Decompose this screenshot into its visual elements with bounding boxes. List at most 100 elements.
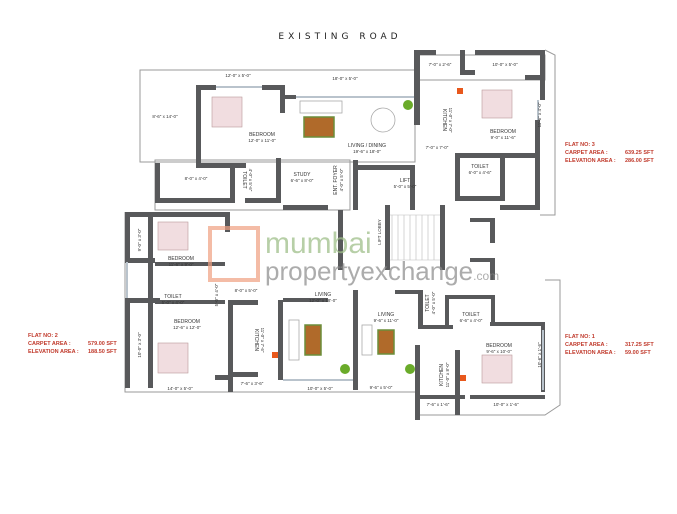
- wall: [155, 198, 235, 203]
- room-dimension: 6'-0" x 4'-6": [469, 170, 492, 175]
- wall: [440, 205, 445, 270]
- room-dimension: 5'-0" x 4'-0": [214, 283, 219, 306]
- wall: [525, 75, 545, 80]
- room-dimension: 11'-0" x 7'-0": [448, 108, 453, 133]
- wall: [455, 350, 460, 415]
- wall: [470, 258, 495, 262]
- bed: [157, 342, 189, 374]
- room-name: KITCHEN: [439, 364, 445, 386]
- plan-shape: [540, 49, 556, 216]
- wall: [155, 300, 225, 304]
- room-dimension: 12'-0" x 18'-0": [309, 298, 337, 303]
- room-dimension: 12'-0" x 5'-0": [225, 73, 251, 78]
- wall: [500, 153, 505, 201]
- room-dimension: 9'-6" x 11'-0": [374, 318, 399, 323]
- wall: [125, 212, 230, 217]
- plant-icon: [403, 100, 413, 110]
- bed: [481, 354, 513, 384]
- watermark-line1: mumbai: [265, 227, 372, 260]
- room-dimension: 10'-0" x 3'-0": [137, 332, 142, 358]
- wall: [470, 218, 495, 222]
- room-name: TOILET: [462, 312, 479, 318]
- rug: [377, 329, 395, 355]
- flat-area-text: CARPET AREA :: [28, 341, 71, 347]
- sofa: [299, 100, 343, 114]
- flat-area-text: CARPET AREA :: [565, 342, 608, 348]
- flat-area-text: 579.00 SFT: [88, 341, 117, 347]
- wall: [414, 50, 436, 55]
- room-dimension: 6'-6" x 8'-0": [291, 178, 314, 183]
- wall: [353, 290, 358, 390]
- stove-icon: [457, 88, 463, 94]
- wall: [283, 298, 328, 302]
- watermark-line2-text: propertyexchange: [265, 256, 473, 286]
- wall: [455, 153, 460, 200]
- bed: [211, 96, 243, 128]
- room-name: BEDROOM: [249, 132, 275, 138]
- watermark-logo: mumbai propertyexchange.com: [208, 226, 499, 286]
- wall: [125, 258, 155, 263]
- wall: [228, 300, 258, 305]
- wall: [155, 262, 225, 266]
- room-name: BEDROOM: [486, 343, 512, 349]
- room-dimension: 12'-6" x 12'-0": [173, 325, 201, 330]
- wall: [460, 50, 465, 72]
- room-name: LIVING / DINING: [348, 143, 386, 149]
- flat-2-info: FLAT NO: 2 CARPET AREA : 579.00 SFT ELEV…: [28, 333, 117, 355]
- wall: [414, 50, 420, 125]
- wall: [418, 290, 423, 328]
- flat-area-text: 59.00 SFT: [625, 350, 651, 356]
- flat-area-text: 188.50 SFT: [88, 349, 117, 355]
- rug: [303, 116, 335, 138]
- flat-area-text: CARPET AREA :: [565, 150, 608, 156]
- wall: [395, 290, 420, 294]
- wall: [535, 120, 540, 210]
- wall: [490, 258, 495, 280]
- flat-area-text: ELEVATION AREA :: [565, 158, 616, 164]
- room-dimension: 9'-6" x 5'-0": [370, 385, 393, 390]
- sofa: [361, 324, 373, 356]
- wall: [490, 218, 495, 243]
- room-dimension: 8'-0" x 5'-0": [235, 288, 258, 293]
- wall: [500, 205, 540, 210]
- wall: [278, 300, 283, 380]
- plant-icon: [405, 364, 415, 374]
- plan-shape: [208, 226, 260, 282]
- room-dimension: 9'-6" x 10'-0": [486, 349, 512, 354]
- wall: [415, 395, 465, 399]
- wall: [415, 345, 420, 415]
- room-dimension: 8'-0" x 4'-0": [185, 176, 208, 181]
- dining-table: [370, 107, 396, 133]
- plan-shape: [124, 212, 230, 393]
- wall: [445, 295, 495, 299]
- room-name: LIFT: [400, 178, 410, 184]
- flat-area-text: FLAT NO: 2: [28, 333, 58, 339]
- room-dimension: 10'-0" x 5'-0": [492, 62, 518, 67]
- room-dimension: 14'-0" x 5'-0": [167, 386, 193, 391]
- wall: [125, 298, 130, 388]
- room-name: TOILET: [241, 171, 247, 188]
- wall: [196, 85, 216, 90]
- room-dimension: 4'-0" x 5'-0": [431, 291, 436, 314]
- wall: [353, 160, 358, 210]
- room-name: TOILET: [164, 294, 181, 300]
- wall: [283, 205, 328, 210]
- room-dimension: 7'-6" x 3'-6": [241, 381, 264, 386]
- flat-1-info: FLAT NO: 1 CARPET AREA : 317.25 SFT ELEV…: [565, 334, 654, 356]
- flat-3-info: FLAT NO: 3 CARPET AREA : 639.25 SFT ELEV…: [565, 142, 654, 164]
- flat-area-text: 317.25 SFT: [625, 342, 654, 348]
- wall: [228, 372, 258, 377]
- wall: [225, 212, 230, 232]
- room-dimension: 11'-0" x 7'-6": [260, 328, 265, 353]
- flat-area-text: 286.00 SFT: [625, 158, 654, 164]
- room-name: BEDROOM: [168, 256, 194, 262]
- wall: [338, 210, 343, 270]
- watermark-line2: propertyexchange.com: [265, 256, 499, 286]
- wall: [460, 70, 475, 75]
- wall: [415, 410, 420, 420]
- room-dimension: 10'-0" x 5'-0": [307, 386, 333, 391]
- wall: [148, 212, 153, 302]
- rug: [304, 324, 322, 356]
- room-dimension: 18'-0" x 5'-0": [332, 76, 358, 81]
